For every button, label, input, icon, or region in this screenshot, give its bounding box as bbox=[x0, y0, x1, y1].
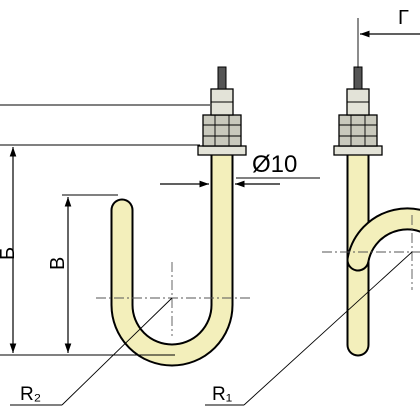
radius-large-label: R₁ bbox=[212, 384, 232, 405]
height-inner-label: В bbox=[47, 257, 69, 270]
right-hook-fill bbox=[348, 209, 420, 270]
left-nut bbox=[202, 114, 242, 147]
radius-small-label: R₂ bbox=[20, 384, 41, 405]
right-flange bbox=[333, 145, 383, 156]
left-terminal-pin bbox=[217, 66, 227, 90]
height-total-label: Б bbox=[0, 247, 19, 260]
dimension-lines bbox=[0, 18, 420, 406]
right-heating-element bbox=[322, 66, 420, 357]
diameter-label: Ø10 bbox=[252, 151, 297, 178]
offset-top-label: Г bbox=[398, 7, 409, 29]
left-flange bbox=[197, 145, 247, 156]
left-heating-element bbox=[96, 66, 250, 367]
left-tube-end-fill bbox=[112, 200, 132, 220]
right-terminal-pin bbox=[353, 66, 363, 90]
right-nut bbox=[338, 114, 378, 147]
